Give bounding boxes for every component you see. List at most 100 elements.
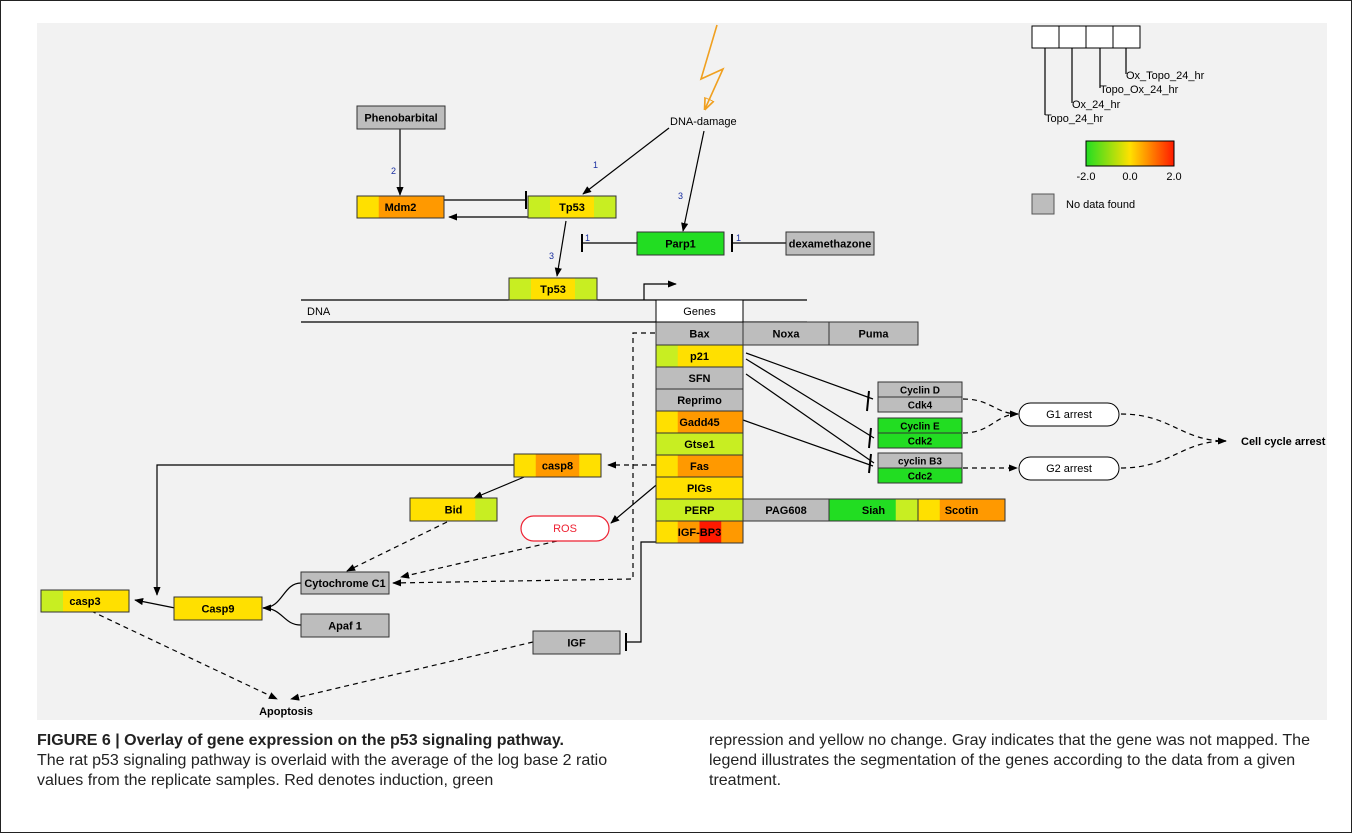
gene-node-border xyxy=(508,277,598,301)
gene-node-label: Bid xyxy=(445,505,463,517)
gene-node-label: Cdc2 xyxy=(908,472,933,483)
legend-sample-label: Ox_24_hr xyxy=(1072,99,1121,111)
gene-node-segment xyxy=(899,453,921,468)
gene-node-label: Tp53 xyxy=(540,284,566,296)
gene-node-segment xyxy=(878,468,900,483)
gene-node-bax: Bax xyxy=(655,321,744,346)
gene-node-label: Scotin xyxy=(945,505,979,517)
legend-scale-tick: -2.0 xyxy=(1077,171,1096,183)
gene-node-segment xyxy=(899,468,921,483)
gene-node-segment xyxy=(895,322,919,345)
gene-node-segment xyxy=(699,389,722,411)
gene-node-segment xyxy=(920,453,942,468)
g1-arrest-node xyxy=(1018,402,1120,427)
gene-node-segment xyxy=(677,521,700,543)
gene-node-phenobarbital: Phenobarbital xyxy=(356,105,446,130)
gene-node-segment xyxy=(699,411,722,433)
edge-label: 1 xyxy=(593,160,598,170)
gene-node-label: Noxa xyxy=(773,329,801,341)
gene-node-segment xyxy=(941,453,963,468)
gene-node-segment xyxy=(174,597,197,620)
gene-node-puma: Puma xyxy=(828,321,919,346)
gene-node-segment xyxy=(400,196,423,218)
edge-label: 1 xyxy=(736,233,741,243)
gene-node-segment xyxy=(301,614,324,637)
gene-node-segment xyxy=(554,631,577,654)
edge-label: 2 xyxy=(391,166,396,176)
gene-node-border xyxy=(173,596,263,621)
legend-sample-cell xyxy=(1112,25,1141,49)
gene-node-border xyxy=(409,497,498,522)
gene-node-segment xyxy=(656,367,679,389)
pathway-edges xyxy=(90,24,1227,701)
gene-node-segment xyxy=(656,433,679,455)
gene-node-label: dexamethazone xyxy=(789,239,872,251)
gene-node-mdm2: Mdm2 xyxy=(356,195,445,219)
gene-node-segment xyxy=(677,322,700,345)
gene-node-label: Apaf 1 xyxy=(328,621,362,633)
gene-node-fas: Fas xyxy=(655,454,744,478)
gene-node-label: Cdk2 xyxy=(908,437,933,448)
gene-node-p21: p21 xyxy=(655,344,744,368)
gene-node-perp: PERP xyxy=(655,498,744,522)
gene-node-segment xyxy=(658,232,681,255)
gene-node-segment xyxy=(557,454,580,477)
gene-node-segment xyxy=(345,614,368,637)
gene-node-border xyxy=(636,231,725,256)
genes-header: Genes xyxy=(683,306,716,318)
gene-node-segment xyxy=(677,367,700,389)
gene-node-segment xyxy=(656,455,679,477)
gene-node-segment xyxy=(721,389,744,411)
gene-node-border xyxy=(532,630,621,655)
legend-sample-label: Topo_24_hr xyxy=(1045,113,1103,125)
gene-node-segment xyxy=(514,454,537,477)
gene-node-border xyxy=(356,195,445,219)
gene-node-segment xyxy=(656,389,679,411)
gene-node-segment xyxy=(920,418,942,433)
edge-label: 3 xyxy=(678,191,683,201)
g2-arrest-node xyxy=(1018,456,1120,481)
gene-node-segment xyxy=(721,477,744,499)
gene-node-segment xyxy=(764,322,787,345)
gene-node-segment xyxy=(721,521,744,543)
gene-node-segment xyxy=(475,498,498,521)
g1-arrest-label: G1 arrest xyxy=(1046,409,1092,421)
gene-node-bid: Bid xyxy=(409,497,498,522)
gene-node-parp1: Parp1 xyxy=(636,231,725,256)
legend-no-data-label: No data found xyxy=(1066,199,1135,211)
legend-sample-cell xyxy=(1085,25,1114,49)
p53-pathway-diagram: 1 2 3 3 1 1 PhenobarbitalMdm2Tp53Parp1de… xyxy=(40,24,1326,718)
gene-node-border xyxy=(356,105,446,130)
gene-node-segment xyxy=(677,411,700,433)
gene-node-segment xyxy=(829,322,852,345)
legend-no-data-swatch xyxy=(1031,193,1055,215)
gene-node-gadd45: Gadd45 xyxy=(655,410,744,434)
gene-node-label: Puma xyxy=(859,329,890,341)
gene-node-scotin: Scotin xyxy=(917,498,1006,522)
gene-node-segment xyxy=(535,454,558,477)
gene-node-segment xyxy=(85,590,108,612)
gene-node-segment xyxy=(899,382,921,397)
gene-node-segment xyxy=(531,278,554,300)
gene-node-segment xyxy=(721,433,744,455)
gene-node-segment xyxy=(786,499,808,521)
gene-node-label: Siah xyxy=(862,505,886,517)
gene-node-segment xyxy=(656,521,679,543)
gene-node-segment xyxy=(677,499,700,521)
figure-caption-text-continued: repression and yellow no change. Gray in… xyxy=(709,732,1310,789)
dna-label: DNA xyxy=(307,306,331,318)
gene-node-segment xyxy=(941,397,963,412)
gene-node-segment xyxy=(899,433,921,448)
gene-node-segment xyxy=(983,499,1006,521)
gene-node-border xyxy=(513,453,602,478)
gene-node-segment xyxy=(572,196,595,218)
ros-node xyxy=(520,515,610,542)
gene-node-label: Reprimo xyxy=(677,395,722,407)
gene-node-segment xyxy=(699,322,722,345)
gene-node-segment xyxy=(939,499,962,521)
gene-node-segment xyxy=(873,499,897,521)
gene-node-segment xyxy=(677,345,700,367)
gene-node-segment xyxy=(680,232,703,255)
gene-node-apaf1: Apaf 1 xyxy=(300,613,390,638)
gene-node-segment xyxy=(721,411,744,433)
